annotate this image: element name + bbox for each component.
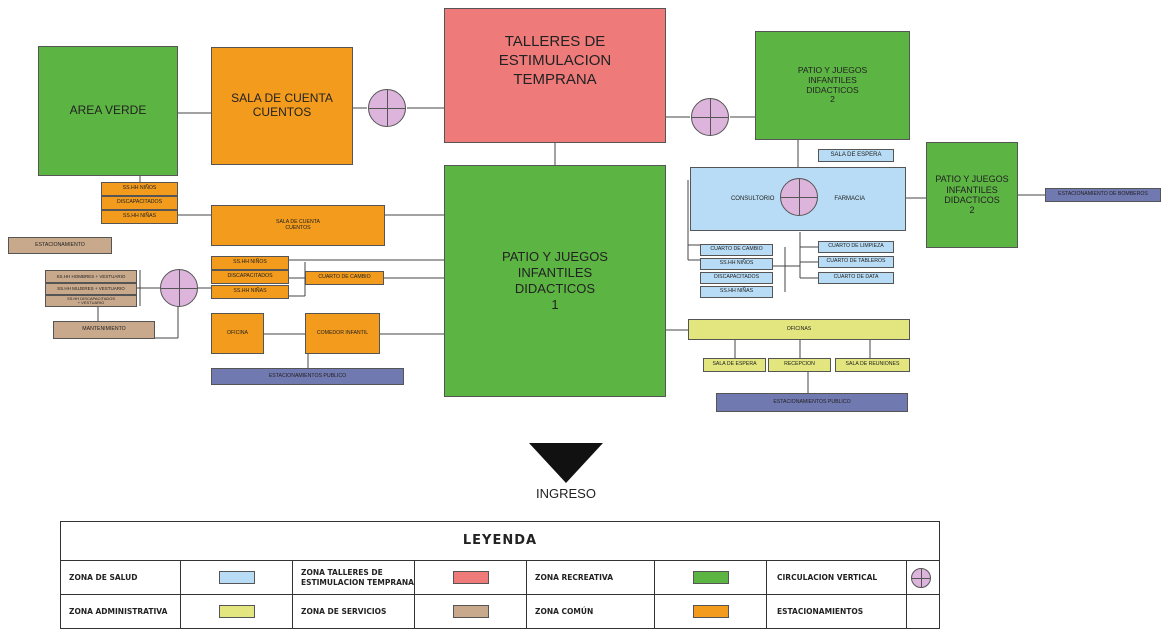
patio-2-top-box: PATIO Y JUEGOS INFANTILES DIDACTICOS 2 (755, 31, 910, 140)
consultorio-farmacia-box: CONSULTORIO FARMACIA (690, 167, 906, 231)
sshh-ninas-box: SS.HH NIÑAS (101, 210, 178, 224)
sshh-ninos-box: SS.HH NIÑOS (101, 182, 178, 196)
farmacia-label: FARMACIA (834, 195, 866, 202)
cuarto-limpieza-box: CUARTO DE LIMPIEZA (818, 241, 894, 253)
estacionamientos-publico-right-box: ESTACIONAMIENTOS PUBLICO (716, 393, 908, 412)
circulation-node-1 (368, 89, 406, 127)
legend-label-administrativa: ZONA ADMINISTRATIVA (61, 595, 181, 628)
oficina-box: OFICINA (211, 313, 264, 354)
cuarto-tableros-box: CUARTO DE TABLEROS (818, 256, 894, 268)
circulation-node-4 (160, 269, 198, 307)
legend-swatch-estacionamientos (907, 595, 939, 628)
cuarto-data-box: CUARTO DE DATA (818, 272, 894, 284)
area-verde-box: AREA VERDE (38, 46, 178, 176)
sshh-hombres-vestuario-box: SS.HH HOMBRES + VESTUARIO (45, 270, 137, 283)
sala-espera-salud-box: SALA DE ESPERA (818, 149, 894, 162)
circulation-node-2 (691, 98, 729, 136)
legend-row: ZONA ADMINISTRATIVA ZONA DE SERVICIOS ZO… (61, 595, 939, 628)
sshh-ninos-blue-box: SS.HH NIÑOS (700, 258, 773, 270)
estacionamiento-bomberos-box: ESTACIONAMIENTO DE BOMBEROS (1045, 188, 1161, 202)
talleres-box: TALLERES DE ESTIMULACION TEMPRANA (444, 8, 666, 143)
recepcion-box: RECEPCION (768, 358, 831, 372)
consultorio-label: CONSULTORIO (730, 195, 775, 202)
legend-title: LEYENDA (61, 522, 939, 561)
legend-circulation-icon (907, 561, 939, 594)
estacionamientos-publico-left-box: ESTACIONAMIENTOS PUBLICO (211, 368, 404, 385)
legend-label-talleres: ZONA TALLERES DE ESTIMULACION TEMPRANA (293, 561, 415, 594)
patio-1-box: PATIO Y JUEGOS INFANTILES DIDACTICOS 1 (444, 165, 666, 397)
estacionamiento-box: ESTACIONAMIENTO (8, 237, 112, 254)
patio-2-right-box: PATIO Y JUEGOS INFANTILES DIDACTICOS 2 (926, 142, 1018, 248)
sala-espera-admin-box: SALA DE ESPERA (703, 358, 766, 372)
legend-label-recreativa: ZONA RECREATIVA (527, 561, 655, 594)
legend-label-circulacion: CIRCULACION VERTICAL (767, 561, 907, 594)
comedor-infantil-box: COMEDOR INFANTIL (305, 313, 380, 354)
legend: LEYENDA ZONA DE SALUD ZONA TALLERES DE E… (60, 521, 940, 629)
sshh-discapacitados-vestuario-box: SS.HH DISCAPACITADOS + VESTUARIO (45, 295, 137, 307)
sshh-ninas-blue-box: SS.HH NIÑAS (700, 286, 773, 298)
sshh-mujeres-vestuario-box: SS.HH MUJERES + VESTUARIO (45, 283, 137, 295)
mantenimiento-box: MANTENIMIENTO (53, 321, 155, 339)
legend-label-estacionamientos: ESTACIONAMIENTOS (767, 595, 907, 628)
discapacitados-box: DISCAPACITADOS (101, 196, 178, 210)
legend-swatch-recreativa (655, 561, 767, 594)
oficinas-box: OFICINAS (688, 319, 910, 340)
legend-swatch-servicios (415, 595, 527, 628)
legend-swatch-administrativa (181, 595, 293, 628)
entrance-label: INGRESO (536, 486, 596, 501)
legend-swatch-comun (655, 595, 767, 628)
legend-label-salud: ZONA DE SALUD (61, 561, 181, 594)
legend-swatch-salud (181, 561, 293, 594)
discapacitados-2-box: DISCAPACITADOS (211, 270, 289, 284)
legend-row: ZONA DE SALUD ZONA TALLERES DE ESTIMULAC… (61, 561, 939, 595)
sala-cuenta-cuentos-small-box: SALA DE CUENTA CUENTOS (211, 205, 385, 246)
sala-reuniones-box: SALA DE REUNIONES (835, 358, 910, 372)
sshh-ninos-2-box: SS.HH NIÑOS (211, 256, 289, 270)
legend-label-servicios: ZONA DE SERVICIOS (293, 595, 415, 628)
sshh-ninas-2-box: SS.HH NIÑAS (211, 285, 289, 299)
entrance-arrow-icon (529, 443, 603, 483)
legend-swatch-talleres (415, 561, 527, 594)
discapacitados-blue-box: DISCAPACITADOS (700, 272, 773, 284)
cuarto-cambio-blue-box: CUARTO DE CAMBIO (700, 244, 773, 256)
sala-cuenta-cuentos-box: SALA DE CUENTA CUENTOS (211, 47, 353, 165)
cuarto-cambio-orange-box: CUARTO DE CAMBIO (305, 271, 384, 285)
legend-label-comun: ZONA COMÚN (527, 595, 655, 628)
circulation-node-3 (780, 178, 818, 216)
